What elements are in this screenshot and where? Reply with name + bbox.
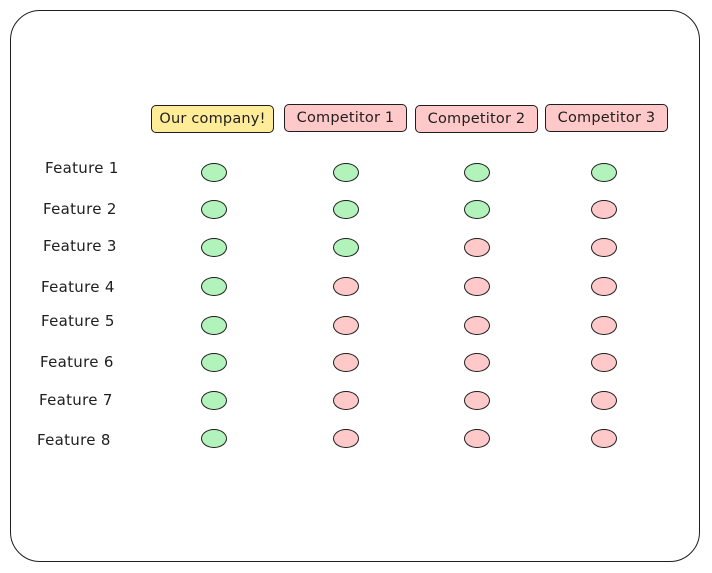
feature-5-col-2-dot — [333, 316, 359, 335]
feature-2-col-1-dot — [201, 200, 227, 219]
feature-label-7: Feature 7 — [39, 391, 113, 409]
feature-8-col-3-dot — [464, 429, 490, 448]
feature-2-col-2-dot — [333, 200, 359, 219]
feature-label-8: Feature 8 — [37, 431, 111, 449]
feature-7-col-2-dot — [333, 391, 359, 410]
feature-3-col-3-dot — [464, 238, 490, 257]
feature-label-2: Feature 2 — [43, 200, 117, 218]
feature-4-col-2-dot — [333, 277, 359, 296]
column-header-our-company: Our company! — [151, 105, 274, 133]
feature-4-col-3-dot — [464, 277, 490, 296]
feature-label-5: Feature 5 — [41, 312, 115, 330]
feature-1-col-2-dot — [333, 163, 359, 182]
column-header-competitor-3: Competitor 3 — [545, 104, 668, 132]
feature-4-col-1-dot — [201, 277, 227, 296]
feature-label-3: Feature 3 — [43, 237, 117, 255]
column-header-competitor-2: Competitor 2 — [415, 105, 538, 133]
feature-6-col-2-dot — [333, 353, 359, 372]
column-header-competitor-1: Competitor 1 — [284, 104, 407, 132]
feature-2-col-3-dot — [464, 200, 490, 219]
feature-3-col-1-dot — [201, 238, 227, 257]
feature-6-col-4-dot — [591, 353, 617, 372]
diagram-frame: Our company! Competitor 1 Competitor 2 C… — [10, 10, 700, 562]
feature-3-col-4-dot — [591, 238, 617, 257]
feature-8-col-2-dot — [333, 429, 359, 448]
feature-1-col-3-dot — [464, 163, 490, 182]
feature-label-1: Feature 1 — [45, 159, 119, 177]
feature-5-col-3-dot — [464, 316, 490, 335]
feature-8-col-1-dot — [201, 429, 227, 448]
feature-8-col-4-dot — [591, 429, 617, 448]
feature-3-col-2-dot — [333, 238, 359, 257]
feature-6-col-1-dot — [201, 353, 227, 372]
feature-7-col-4-dot — [591, 391, 617, 410]
feature-1-col-4-dot — [591, 163, 617, 182]
feature-5-col-4-dot — [591, 316, 617, 335]
feature-label-6: Feature 6 — [40, 353, 114, 371]
feature-4-col-4-dot — [591, 277, 617, 296]
feature-6-col-3-dot — [464, 353, 490, 372]
feature-5-col-1-dot — [201, 316, 227, 335]
feature-2-col-4-dot — [591, 200, 617, 219]
feature-1-col-1-dot — [201, 163, 227, 182]
feature-7-col-3-dot — [464, 391, 490, 410]
feature-7-col-1-dot — [201, 391, 227, 410]
feature-label-4: Feature 4 — [41, 278, 115, 296]
